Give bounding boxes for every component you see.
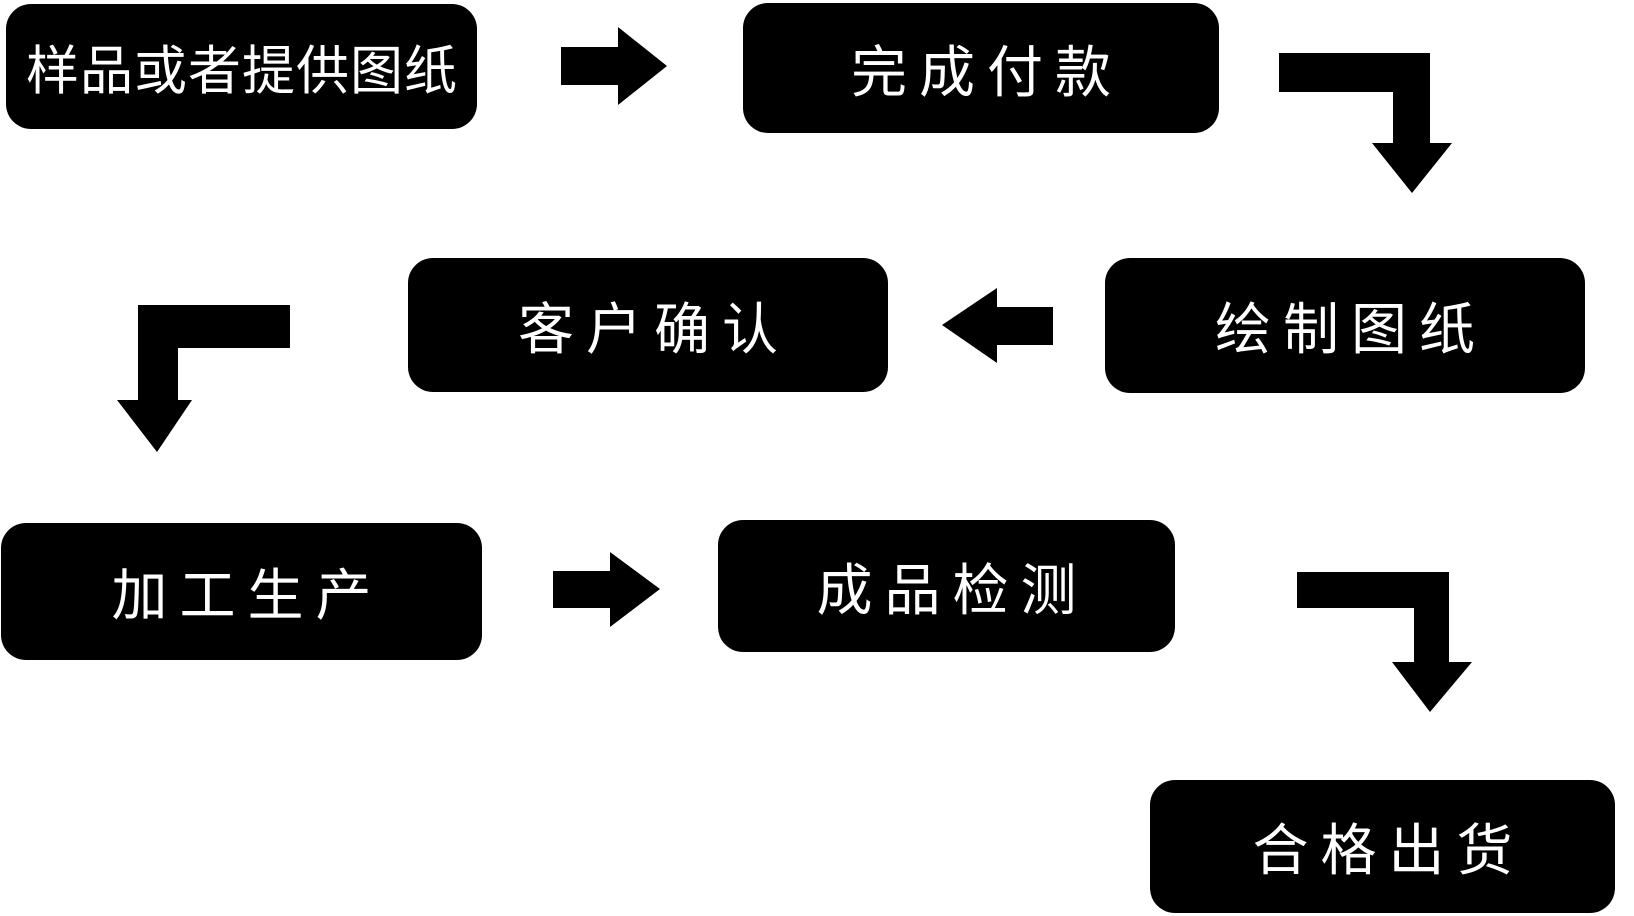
node-label: 成品检测 [816, 558, 1089, 624]
arrow-shape [117, 305, 290, 452]
left-arrow-icon [942, 288, 1053, 363]
node-processing-production: 加工生产 [1, 523, 482, 660]
arrow-shape [553, 552, 660, 627]
node-complete-payment: 完成付款 [743, 3, 1219, 133]
node-customer-confirmation: 客户确认 [408, 258, 888, 392]
right-arrow-icon [553, 552, 660, 627]
node-draw-drawings: 绘制图纸 [1105, 258, 1585, 393]
node-sample-or-provide-drawings: 样品或者提供图纸 [6, 4, 477, 129]
node-label: 合格出货 [1252, 819, 1525, 884]
node-label: 加工生产 [111, 564, 384, 629]
node-label: 客户确认 [518, 297, 790, 363]
elbow-down-arrow-icon [1297, 572, 1472, 712]
elbow-down-arrow-icon [1279, 53, 1452, 193]
arrow-shape [561, 27, 667, 105]
arrow-shape [1297, 572, 1472, 712]
node-label: 完成付款 [851, 40, 1123, 106]
node-label: 样品或者提供图纸 [26, 40, 458, 102]
node-label: 绘制图纸 [1215, 298, 1487, 363]
node-finished-product-inspection: 成品检测 [718, 520, 1175, 652]
arrow-shape [942, 288, 1053, 363]
arrow-shape [1279, 53, 1452, 193]
node-qualified-shipment: 合格出货 [1150, 780, 1615, 913]
right-arrow-icon [561, 27, 667, 105]
elbow-down-left-arrow-icon [117, 305, 290, 452]
